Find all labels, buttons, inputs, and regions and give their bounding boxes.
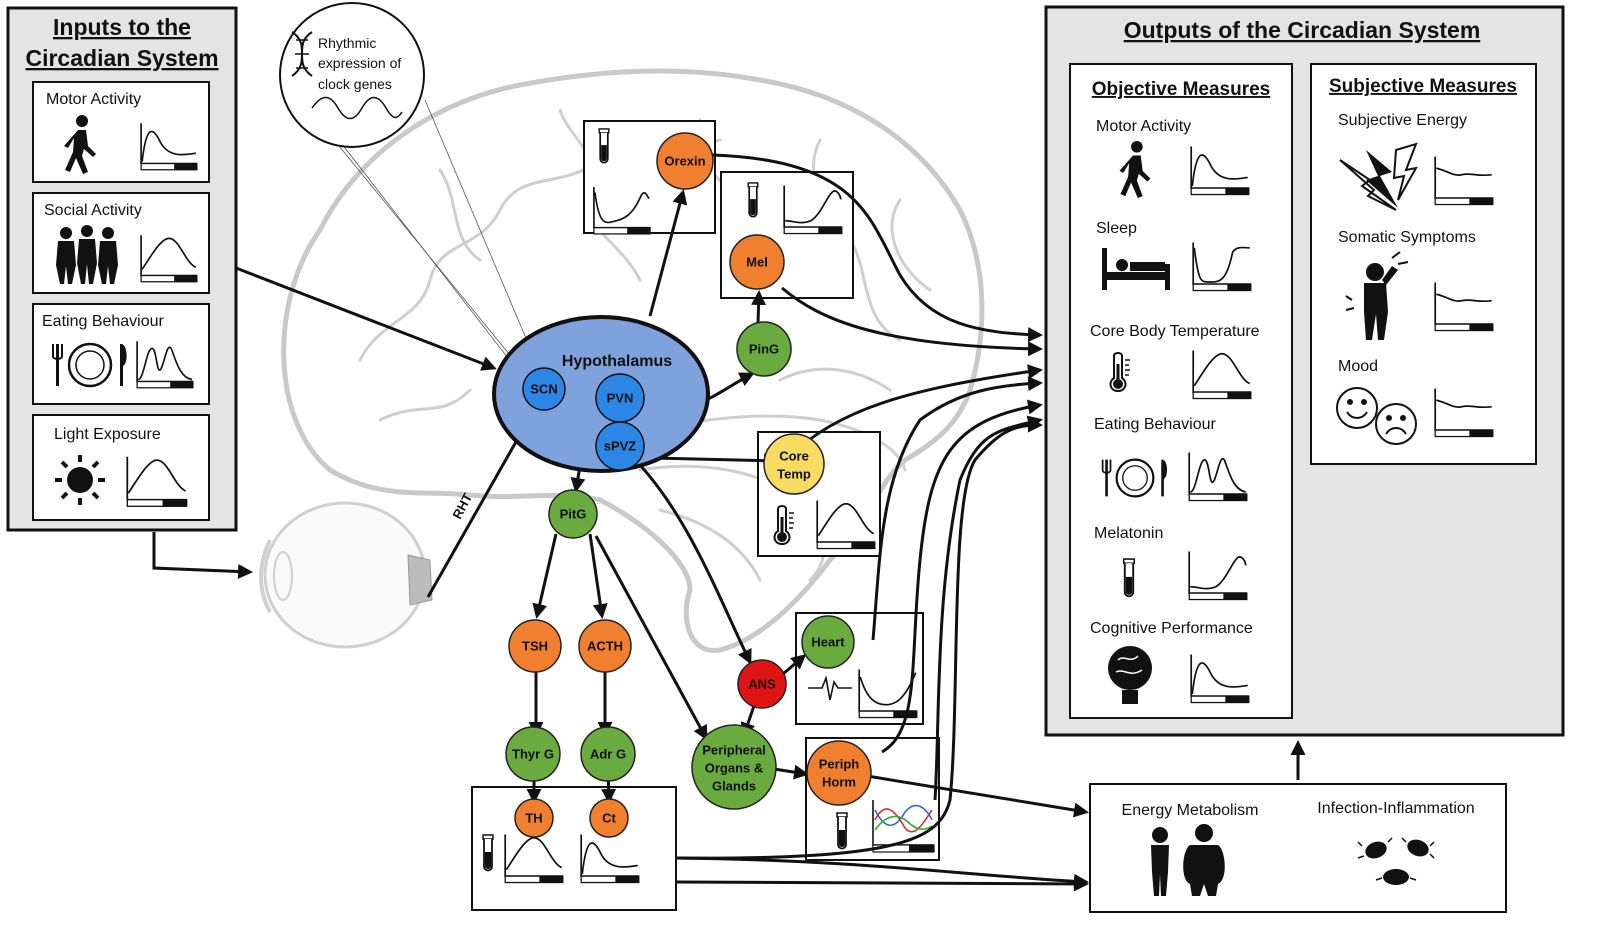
node-core-temp [763,433,825,495]
input-label-social: Social Activity [44,202,142,219]
node-orexin-label: Orexin [664,154,705,169]
node-adrg-label: Adr G [590,747,626,762]
node-peripheral-organs [691,724,777,810]
node-thyrg-label: Thyr G [512,747,554,762]
obj-label-eating: Eating Behaviour [1094,416,1217,433]
node-pvn-label: PVN [607,391,634,406]
dna-icon [291,31,313,77]
body-shapes-icon [1151,824,1225,896]
node-mel [729,234,785,290]
node-spvz-label: sPVZ [604,439,637,454]
node-periph-horm [806,740,872,806]
eye-diagram [259,501,433,649]
hypothalamus-label: Hypothalamus [562,353,672,370]
node-pitg-label: PitG [560,507,587,522]
obj-label-sleep: Sleep [1096,220,1137,237]
node-thyrg [505,726,561,782]
node-spvz [595,421,645,471]
sun-icon [55,455,105,505]
clock-bubble-line3: clock genes [318,76,392,92]
clock-bubble-line1: Rhythmic [318,35,376,51]
node-acth-label: ACTH [587,639,623,654]
lightning-icon [1339,142,1418,211]
bed-icon [1102,248,1170,290]
node-ans-label: ANS [748,677,776,692]
subj-label-energy: Subjective Energy [1338,112,1467,129]
node-scn-label: SCN [530,382,557,397]
energy-metabolism-label: Energy Metabolism [1122,802,1259,819]
node-periph-horm-label-1: Periph [819,757,860,772]
nodes: SCN PVN sPVZ Orexin Mel PinG Core Temp P… [505,132,872,838]
node-peripheral-organs-label-3: Glands [712,779,756,794]
obj-label-cognitive: Cognitive Performance [1090,620,1253,637]
inputs-title-line1: Inputs to the [53,14,191,40]
node-pitg [548,489,598,539]
clock-genes-bubble: Rhythmic expression of clock genes [279,2,543,383]
node-acth [578,619,632,673]
bacteria-icon [1357,837,1435,885]
test-tube-icon [482,834,494,872]
subj-label-mood: Mood [1338,358,1378,375]
headache-person-icon [1345,251,1409,340]
outputs-title: Outputs of the Circadian System [1124,17,1481,43]
node-heart [801,615,855,669]
smiley-faces-icon [1336,387,1417,445]
node-adrg [580,726,636,782]
brain-bulb-icon [1108,646,1152,704]
inputs-title-line2: Circadian System [25,45,218,71]
node-ct [589,798,629,838]
node-scn [522,367,566,411]
metabolism-infection-box: Energy Metabolism Infection-Inflammation [1089,783,1507,913]
connection-arrows [152,153,1306,892]
node-tsh-label: TSH [522,639,548,654]
objective-measures-box [1069,63,1293,719]
subjective-measures-box [1310,63,1537,465]
node-ping-label: PinG [749,342,779,357]
ecg-icon [808,675,852,701]
node-ct-label: Ct [602,811,616,826]
node-tsh [508,619,562,673]
node-ping [736,321,792,377]
node-mel-label: Mel [746,255,768,270]
node-core-temp-label-1: Core [779,449,809,464]
test-tube-icon [1122,558,1136,598]
node-th [514,798,554,838]
objective-header: Objective Measures [1092,79,1270,100]
node-core-temp-label-2: Temp [777,467,811,482]
node-periph-horm-label-2: Horm [822,775,856,790]
mel-box [720,171,854,299]
multi-hormone-chart [872,800,935,853]
input-label-motor: Motor Activity [46,91,141,108]
node-orexin [656,132,714,190]
inputs-panel: Inputs to the Circadian System Motor Act… [6,6,238,532]
obj-label-melatonin: Melatonin [1094,525,1163,542]
infection-inflammation-label: Infection-Inflammation [1317,800,1474,817]
clock-bubble-line2: expression of [318,55,401,71]
input-label-light: Light Exposure [54,426,161,443]
obj-label-motor: Motor Activity [1096,118,1191,135]
node-peripheral-organs-label-1: Peripheral [702,743,766,758]
node-heart-label: Heart [811,635,845,650]
test-tube-icon [598,128,610,164]
node-ans [737,659,787,709]
group-people-icon [56,225,118,284]
obj-label-temp: Core Body Temperature [1090,323,1260,340]
test-tube-icon [747,182,759,218]
node-th-label: TH [525,811,542,826]
outputs-panel: Outputs of the Circadian System Objectiv… [1044,5,1565,737]
subjective-header: Subjective Measures [1329,76,1517,97]
input-label-eating: Eating Behaviour [42,313,165,330]
th-ct-box [471,786,677,911]
test-tube-icon [836,812,848,850]
subj-label-somatic: Somatic Symptoms [1338,229,1476,246]
node-peripheral-organs-label-2: Organs & [705,761,764,776]
